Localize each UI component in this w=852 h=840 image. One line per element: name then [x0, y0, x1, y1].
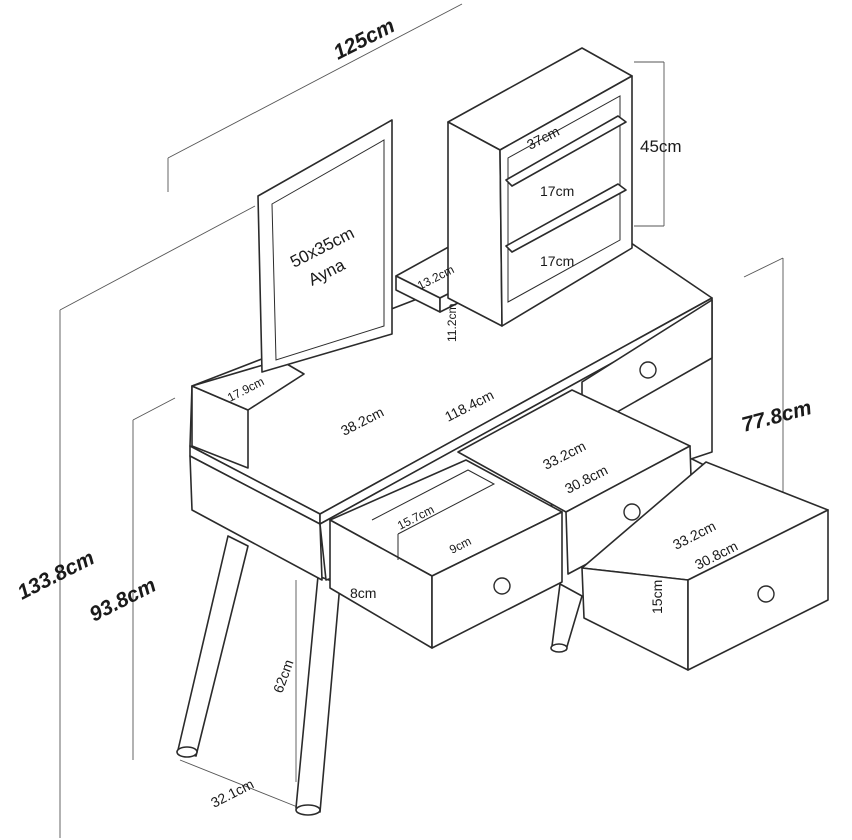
label-right-drawer-height: 15cm	[649, 580, 665, 614]
drawers	[329, 299, 829, 671]
label-total-width: 125cm	[330, 14, 399, 64]
label-shelf-gap-2: 17cm	[540, 253, 574, 269]
label-small-shelf-height: 11.2cm	[445, 304, 459, 342]
label-drawer-height: 8cm	[350, 585, 376, 601]
label-shelf-gap-1: 17cm	[540, 183, 574, 199]
label-desk-height-right: 77.8cm	[739, 396, 814, 437]
label-total-height: 133.8cm	[14, 546, 98, 604]
mirror	[257, 119, 393, 373]
upper-shelf-unit	[447, 47, 633, 327]
legs	[176, 457, 707, 816]
label-leg-height: 62cm	[270, 657, 297, 695]
label-upper-height: 45cm	[640, 137, 682, 156]
label-desk-height-left: 93.8cm	[86, 574, 160, 627]
